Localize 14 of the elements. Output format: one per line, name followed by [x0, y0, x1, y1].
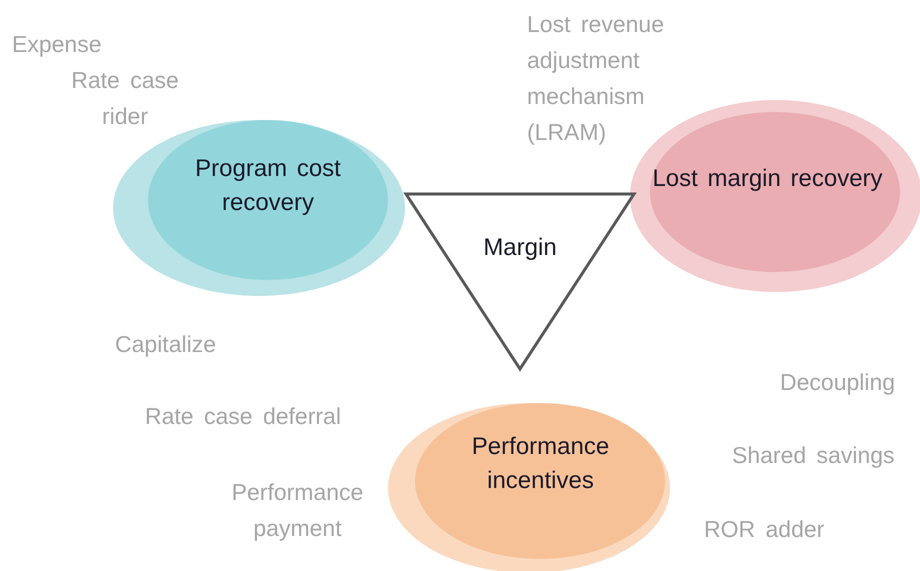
node-title: Margin: [482, 233, 558, 263]
option-label: Rate case deferral: [145, 402, 342, 431]
option-label: Lost revenue adjustment mechanism (LRAM): [527, 10, 665, 147]
triangle-node: [405, 193, 635, 370]
option-label: Capitalize: [115, 330, 217, 359]
option-label: Decoupling: [780, 368, 896, 397]
option-label: ROR adder: [704, 515, 826, 544]
option-label: Performance payment: [230, 478, 364, 543]
node-title: Program cost recovery: [194, 154, 342, 218]
option-label: Rate case rider: [70, 66, 180, 131]
option-label: Expense: [12, 30, 103, 59]
option-label: Shared savings: [732, 441, 896, 470]
node-title: Performance incentives: [470, 432, 610, 496]
node-title: Lost margin recovery: [651, 164, 884, 194]
